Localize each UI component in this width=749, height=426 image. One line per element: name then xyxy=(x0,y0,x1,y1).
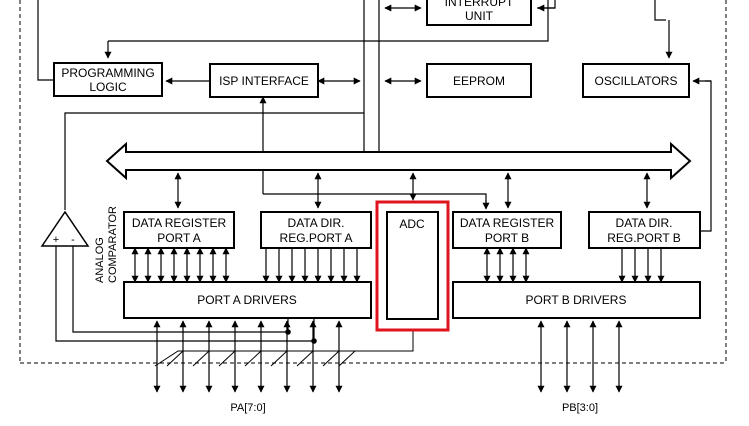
interrupt-unit-block: INTERRUPT UNIT xyxy=(426,0,532,26)
adc-input-bus xyxy=(154,331,414,367)
adc-block: ADC xyxy=(386,211,439,320)
data-register-port-b-label-2: PORT B xyxy=(485,231,529,245)
data-register-port-a-block: DATA REGISTER PORT A xyxy=(123,211,235,249)
isp-interface-label: ISP INTERFACE xyxy=(219,74,309,88)
chip-boundary xyxy=(19,0,727,364)
isp-interface-block: ISP INTERFACE xyxy=(209,63,319,98)
data-dir-reg-port-b-label-2: REG.PORT B xyxy=(607,231,681,245)
port-b-pin-label: PB[3:0] xyxy=(562,402,598,414)
port-b-register-links xyxy=(483,247,530,283)
port-b-drivers-block: PORT B DRIVERS xyxy=(452,281,701,319)
port-b-drivers-label: PORT B DRIVERS xyxy=(526,293,627,307)
data-bus xyxy=(105,141,692,181)
interrupt-unit-label-1: INTERRUPT xyxy=(445,0,514,9)
data-dir-reg-port-a-block: DATA DIR. REG.PORT A xyxy=(260,211,372,249)
interrupt-unit-label-2: UNIT xyxy=(465,9,494,23)
data-dir-reg-port-b-label-1: DATA DIR. xyxy=(616,216,673,230)
port-a-pins xyxy=(153,320,343,393)
port-b-dir-links xyxy=(618,248,665,283)
data-register-port-a-label-2: PORT A xyxy=(157,231,201,245)
programming-logic-label-1: PROGRAMMING xyxy=(61,66,154,80)
eeprom-block: EEPROM xyxy=(426,63,532,98)
programming-logic-label-2: LOGIC xyxy=(89,80,127,94)
data-dir-reg-port-a-label-2: REG.PORT A xyxy=(280,231,353,245)
port-a-dir-links xyxy=(262,248,361,283)
programming-logic-block: PROGRAMMING LOGIC xyxy=(53,62,163,97)
oscillators-label: OSCILLATORS xyxy=(595,74,678,88)
port-a-pin-label: PA[7:0] xyxy=(230,402,265,414)
oscillators-block: OSCILLATORS xyxy=(582,63,690,98)
analog-comparator: + - ANALOG COMPARATOR xyxy=(40,206,119,283)
comparator-minus-label: - xyxy=(71,234,75,246)
analog-comparator-label-1: ANALOG xyxy=(94,237,106,283)
eeprom-label: EEPROM xyxy=(453,74,505,88)
data-register-port-b-label-1: DATA REGISTER xyxy=(460,216,555,230)
adc-label: ADC xyxy=(399,217,425,231)
data-register-port-a-label-1: DATA REGISTER xyxy=(132,216,227,230)
port-b-pins xyxy=(537,320,623,393)
data-dir-reg-port-b-block: DATA DIR. REG.PORT B xyxy=(588,211,701,249)
port-a-drivers-label: PORT A DRIVERS xyxy=(197,293,297,307)
adc-highlight xyxy=(375,200,450,332)
data-dir-reg-port-a-label-1: DATA DIR. xyxy=(288,216,345,230)
analog-comparator-label-2: COMPARATOR xyxy=(107,206,119,283)
internal-wiring xyxy=(37,0,712,232)
port-a-drivers-block: PORT A DRIVERS xyxy=(123,281,372,319)
data-register-port-b-block: DATA REGISTER PORT B xyxy=(452,211,562,249)
comparator-plus-label: + xyxy=(53,234,59,246)
port-a-register-links xyxy=(131,247,230,283)
